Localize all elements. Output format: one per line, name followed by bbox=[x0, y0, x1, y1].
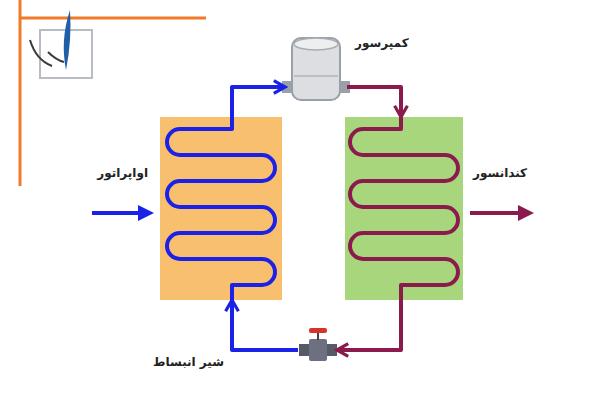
logo-bar bbox=[20, 17, 206, 20]
component-label: کندانسور bbox=[473, 165, 527, 181]
compressor-body bbox=[292, 38, 340, 100]
airflow-arrow bbox=[92, 211, 140, 215]
valve-stem bbox=[317, 332, 319, 340]
logo-bar bbox=[19, 0, 22, 186]
refrigerant-pipe bbox=[337, 300, 401, 350]
evaporator: اواپراتور bbox=[160, 117, 282, 300]
coil-drawing bbox=[345, 117, 463, 300]
logo-pen bbox=[64, 10, 71, 70]
valve-body bbox=[309, 339, 327, 361]
compressor: کمپرسور bbox=[285, 33, 347, 101]
coil-drawing bbox=[160, 117, 282, 300]
compressor-seam bbox=[294, 75, 338, 77]
airflow-arrow bbox=[470, 211, 520, 215]
logo-mark bbox=[30, 40, 64, 66]
valve-handle bbox=[309, 328, 327, 333]
condenser: کندانسور bbox=[345, 117, 463, 300]
compressor-top bbox=[294, 38, 338, 50]
expansion-valve: شیر انبساط bbox=[298, 328, 337, 360]
component-label: شیر انبساط bbox=[153, 354, 224, 370]
coil-pipe bbox=[350, 117, 458, 300]
airflow-arrow-head bbox=[138, 205, 154, 221]
component-label: اواپراتور bbox=[97, 165, 148, 181]
airflow-arrow-head bbox=[518, 205, 534, 221]
refrigerant-pipe bbox=[232, 87, 285, 117]
refrigerant-pipe bbox=[232, 300, 298, 350]
coil-pipe bbox=[167, 117, 275, 300]
component-label: کمپرسور bbox=[355, 35, 409, 51]
refrigerant-pipe bbox=[347, 87, 401, 117]
